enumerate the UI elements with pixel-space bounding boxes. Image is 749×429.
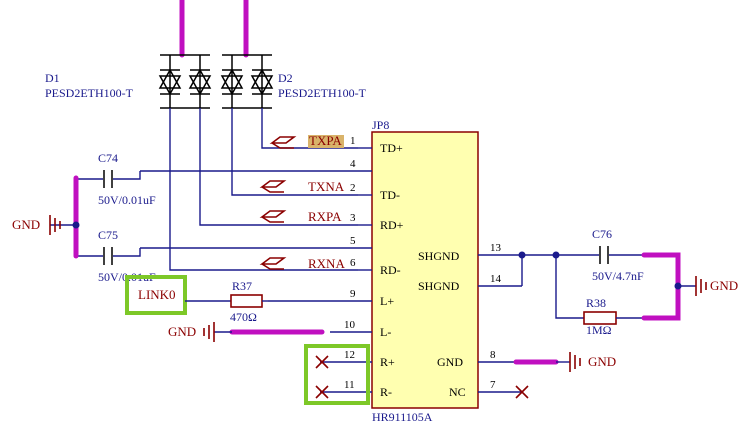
wire-txna: [231, 108, 358, 196]
diode-array-d2: [220, 54, 274, 109]
pin-name-l-plus: L+: [380, 294, 394, 308]
r38-ref: R38: [586, 296, 606, 310]
ground-icon-pin8: [569, 352, 581, 372]
pin-num-4: 4: [350, 158, 356, 170]
net-flag-txna: [259, 180, 287, 193]
junction-dot-gnd-left: [72, 221, 80, 229]
pin-name-td-minus: TD-: [380, 188, 400, 202]
net-label-rxpa: RXPA: [308, 209, 342, 224]
gnd-label-pin8: GND: [588, 354, 616, 369]
pin-num-10: 10: [344, 319, 356, 331]
net-label-txna: TXNA: [308, 179, 345, 194]
gnd-label-pin10: GND: [168, 324, 196, 339]
r37-value: 470Ω: [230, 310, 257, 324]
pin-num-8: 8: [490, 349, 496, 361]
pin-name-td-plus: TD+: [380, 141, 403, 155]
pin-num-13: 13: [490, 242, 502, 254]
pin-name-shgnd-14: SHGND: [418, 279, 460, 293]
pin-name-rd-plus: RD+: [380, 218, 404, 232]
net-flag-txpa: [269, 135, 344, 149]
highlight-box-link0: [125, 275, 187, 315]
d1-ref: D1: [45, 71, 60, 85]
d1-part: PESD2ETH100-T: [45, 86, 134, 100]
pin-num-14: 14: [490, 273, 502, 285]
connector-jp8: [371, 131, 479, 409]
pin-name-nc: NC: [449, 385, 466, 399]
wire-rxpa: [199, 108, 358, 226]
no-connect-icon-pin7: [515, 385, 529, 399]
wire-r38-in: [555, 255, 584, 319]
d2-part: PESD2ETH100-T: [278, 86, 367, 100]
wire-rxna: [169, 108, 358, 271]
pin-num-9: 9: [350, 288, 356, 300]
pin-num-11: 11: [344, 379, 355, 391]
pin-name-gnd: GND: [437, 355, 463, 369]
left-pin-stubs: [140, 147, 372, 393]
no-connect-icon-pin11: [315, 385, 329, 399]
pin-num-6: 6: [350, 257, 356, 269]
resistor-r37: [230, 294, 263, 308]
pin-name-shgnd-13: SHGND: [418, 249, 460, 263]
jp8-ref: JP8: [372, 118, 389, 132]
junction-dot-13: [518, 251, 526, 259]
c74-value: 50V/0.01uF: [98, 193, 156, 207]
net-label-rxna: RXNA: [308, 256, 345, 271]
capacitor-c74: [78, 170, 141, 188]
gnd-label-right: GND: [710, 278, 738, 293]
net-flag-rxpa: [259, 210, 287, 223]
pin-name-r-plus: R+: [380, 355, 395, 369]
d2-ref: D2: [278, 71, 293, 85]
shield-bus-right: [641, 252, 681, 321]
net-flag-rxna: [259, 257, 287, 270]
net-label-txpa: TXPA: [309, 133, 342, 148]
c75-ref: C75: [98, 228, 118, 242]
c76-ref: C76: [592, 227, 612, 241]
ground-icon-pin10: [203, 322, 215, 342]
pin-name-rd-minus: RD-: [380, 263, 401, 277]
pin-num-1: 1: [350, 135, 356, 147]
r37-ref: R37: [232, 279, 252, 293]
no-connect-icon-pin12: [315, 355, 329, 369]
r38-value: 1MΩ: [586, 323, 612, 337]
ground-icon-left: [49, 215, 61, 235]
pin-num-3: 3: [350, 212, 356, 224]
highlight-box-r-pins: [304, 344, 370, 405]
junction-dot-gnd-right: [674, 282, 682, 290]
gnd-label-left: GND: [12, 217, 40, 232]
jp8-part: HR911105A: [372, 410, 433, 424]
pin-name-l-minus: L-: [380, 325, 391, 339]
c76-value: 50V/4.7nF: [592, 269, 644, 283]
pin-name-r-minus: R-: [380, 385, 392, 399]
c74-ref: C74: [98, 151, 118, 165]
pin-num-12: 12: [344, 349, 355, 361]
pin-num-2: 2: [350, 182, 356, 194]
pin-num-5: 5: [350, 235, 356, 247]
net-label-link0: LINK0: [138, 287, 176, 302]
pin-num-7: 7: [490, 379, 496, 391]
right-pin-stubs: [478, 254, 556, 393]
ground-icon-right: [695, 276, 707, 296]
capacitor-c75: [78, 247, 141, 265]
diode-array-d1: [158, 54, 212, 109]
